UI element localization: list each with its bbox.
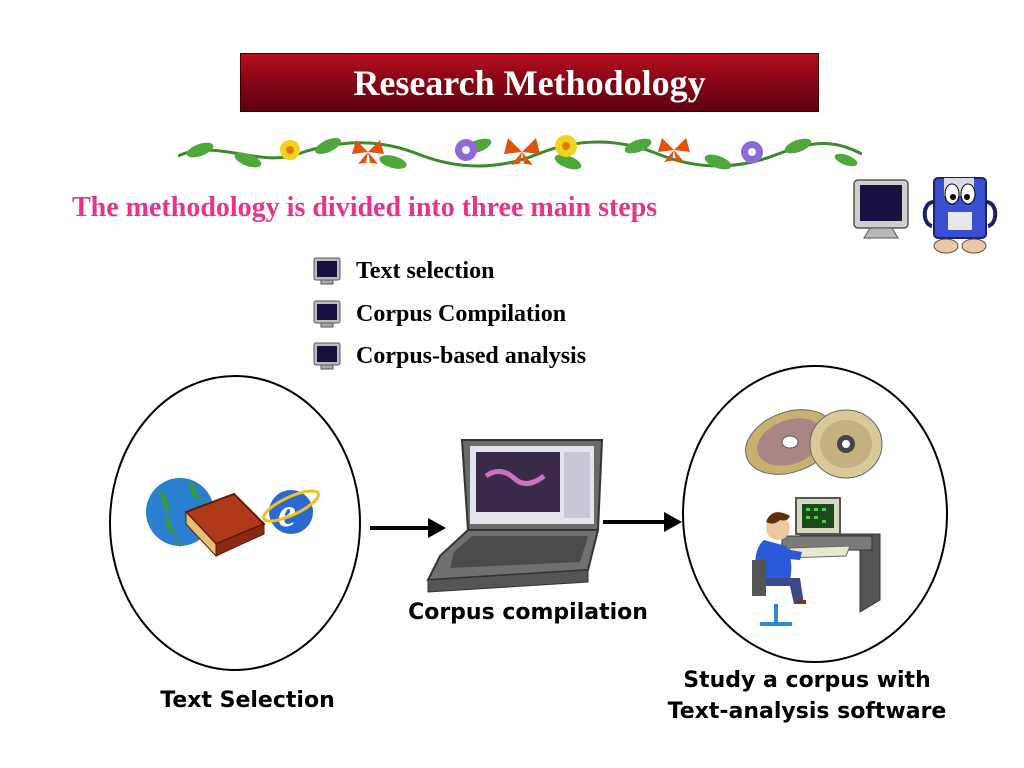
floppy-disk-mascot-icon [920,172,1000,256]
left-ellipse [109,375,361,671]
title-banner: Research Methodology [240,53,819,112]
caption-text-selection: Text Selection [160,688,335,713]
computer-monitor-icon [852,178,912,240]
step-text-selection: Text selection [312,256,494,286]
arrow-right-icon [603,512,682,532]
monitor-bullet-icon [313,300,341,328]
arrow-right-icon [370,518,446,538]
step-label: Corpus-based analysis [356,342,587,369]
slide-title: Research Methodology [353,62,706,103]
slide-subtitle: The methodology is divided into three ma… [72,192,658,223]
step-label: Text selection [356,257,495,284]
caption-study-line-2: Text-analysis software [667,699,947,724]
caption-corpus-compilation: Corpus compilation [408,600,648,625]
caption-study-line-1: Study a corpus with [683,668,931,693]
person-at-computer-icon [752,497,881,626]
internet-explorer-icon: e [262,489,320,535]
book-icon [184,492,266,558]
monitor-bullet-icon [313,342,341,370]
monitor-bullet-icon [313,257,341,285]
svg-text:e: e [278,490,296,535]
cd-disc-icon [745,409,883,479]
step-label: Corpus Compilation [356,300,567,327]
laptop-icon [426,439,604,593]
vine-decoration [178,128,862,178]
right-ellipse [682,365,948,663]
step-corpus-compilation: Corpus Compilation [312,299,566,329]
globe-icon [146,478,214,548]
step-corpus-based-analysis: Corpus-based analysis [312,341,586,371]
